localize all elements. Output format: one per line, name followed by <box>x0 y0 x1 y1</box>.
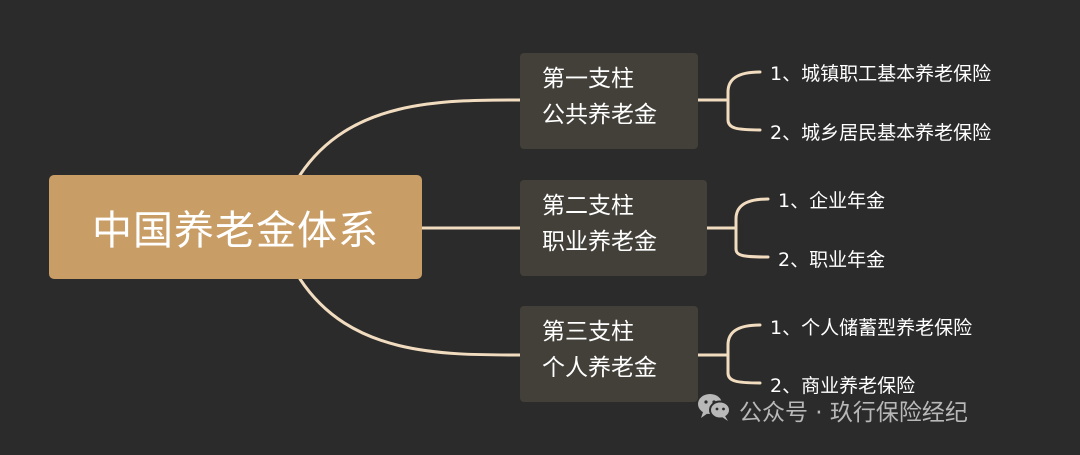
pillar-2-node: 第二支柱 职业养老金 <box>520 180 707 276</box>
watermark-text: 公众号 · 玖行保险经纪 <box>739 400 968 426</box>
connector-pillar-2-items <box>705 197 770 259</box>
connector-pillar-1-items <box>696 70 762 132</box>
pillar-3-title: 第三支柱 <box>542 319 634 345</box>
pillar-1-node: 第一支柱 公共养老金 <box>520 53 698 149</box>
pillar-1-subtitle: 公共养老金 <box>542 102 657 128</box>
pillar-2-title: 第二支柱 <box>542 193 634 219</box>
root-label: 中国养老金体系 <box>92 208 379 254</box>
pillar-3-node: 第三支柱 个人养老金 <box>520 306 698 402</box>
connector-root-pillar-1 <box>298 98 522 177</box>
connector-pillar-3-items <box>696 323 762 385</box>
pillar-3-subtitle: 个人养老金 <box>542 355 657 381</box>
pillar-1-item-1: 1、城镇职工基本养老保险 <box>770 63 992 85</box>
pillar-3-item-1: 1、个人储蓄型养老保险 <box>770 317 973 339</box>
wechat-icon <box>697 392 731 428</box>
root-node: 中国养老金体系 <box>49 175 422 279</box>
watermark: 公众号 · 玖行保险经纪 <box>697 392 968 428</box>
pillar-2-item-2: 2、职业年金 <box>778 249 886 271</box>
pillar-1-item-2: 2、城乡居民基本养老保险 <box>770 122 992 144</box>
pillar-3-item-2: 2、商业养老保险 <box>770 375 916 397</box>
pillar-2-item-1: 1、企业年金 <box>778 190 886 212</box>
connector-root-pillar-3 <box>298 277 522 357</box>
pillar-1-title: 第一支柱 <box>542 66 634 92</box>
pillar-2-subtitle: 职业养老金 <box>542 229 657 255</box>
